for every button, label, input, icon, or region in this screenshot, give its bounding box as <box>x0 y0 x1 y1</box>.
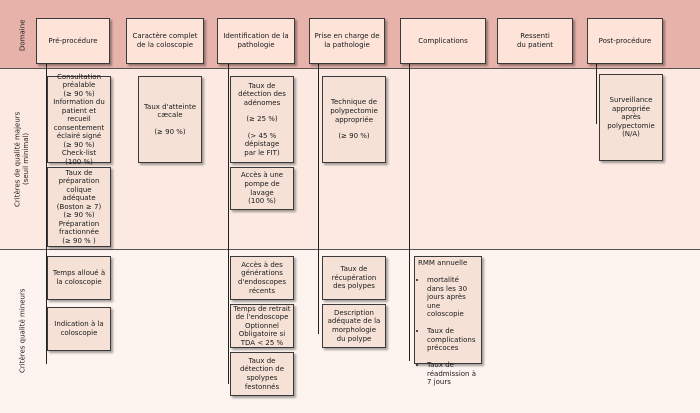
header-prise-en-charge: Prise en charge de la pathologie <box>309 18 385 64</box>
header-complications: Complications <box>400 18 486 64</box>
box-preparation-colique: Taux de préparation colique adéquate (Bo… <box>47 167 111 247</box>
box-atteinte-caecale: Taux d'atteinte cæcale (≥ 90 %) <box>138 76 202 163</box>
row-label-major: Critères de qualité majeurs (seuil minim… <box>13 111 30 207</box>
divider-minor <box>0 249 700 250</box>
header-caractere-complet: Caractère complet de la coloscopie <box>126 18 204 64</box>
connector-post <box>596 64 597 124</box>
box-morphologie-polype: Description adéquate de la morphologie d… <box>322 304 386 348</box>
connector-prise <box>318 64 319 334</box>
text-detection-adenomes: Taux de détection des adénomes <box>238 81 286 107</box>
text-rmm-title: RMM annuelle <box>418 259 468 267</box>
header-ressenti: Ressenti du patient <box>497 18 573 64</box>
text-detection-adenomes-seuil: (≥ 25 %) <box>246 115 278 124</box>
connector-pre <box>46 64 47 364</box>
box-temps-retrait: Temps de retrait de l'endoscope Optionne… <box>230 304 294 348</box>
rmm-item-readmission: Taux de réadmission à 7 jours <box>427 361 476 387</box>
row-label-domain: Domaine <box>18 19 27 51</box>
row-label-minor: Critères qualité mineurs <box>18 288 27 374</box>
rmm-item-complications: Taux de complications précoces <box>427 327 476 353</box>
divider-major <box>0 68 700 69</box>
text-technique-polypectomie: Technique de polypectomie appropriée <box>330 98 378 124</box>
connector-complications <box>409 64 410 361</box>
box-rmm-annuelle: RMM annuelle mortalité dans les 30 jours… <box>414 256 482 386</box>
header-pre-procedure: Pré-procédure <box>36 18 110 64</box>
box-recuperation-polypes: Taux de récupération des polypes <box>322 256 386 300</box>
text-atteinte-caecale-seuil: (≥ 90 %) <box>154 127 186 136</box>
box-acces-generations: Accès à des générations d'endoscopes réc… <box>230 256 294 300</box>
rmm-item-mortalite: mortalité dans les 30 jours après une co… <box>427 276 476 319</box>
text-technique-polypectomie-seuil: (≥ 90 %) <box>338 132 370 141</box>
box-pompe-lavage: Accès à une pompe de lavage (100 %) <box>230 167 294 210</box>
header-post-procedure: Post-procédure <box>587 18 663 64</box>
box-polypes-festonnes: Taux de détection de spolypes festonnés <box>230 352 294 396</box>
box-technique-polypectomie: Technique de polypectomie appropriée (≥ … <box>322 76 386 163</box>
rmm-list: mortalité dans les 30 jours après une co… <box>418 268 476 396</box>
box-temps-alloue: Temps alloué à la coloscopie <box>47 256 111 300</box>
box-consultation-prealable: Consultation préalable (≥ 90 %) Informat… <box>47 73 111 166</box>
text-atteinte-caecale: Taux d'atteinte cæcale <box>143 102 197 120</box>
connector-identification <box>228 64 229 384</box>
text-detection-adenomes-fit: (> 45 % dépistage par le FIT) <box>244 131 280 157</box>
box-indication-coloscopie: Indication à la coloscopie <box>47 307 111 351</box>
header-identification: Identification de la pathologie <box>217 18 295 64</box>
box-surveillance-post-polypectomie: Surveillance appropriée après polypectom… <box>599 74 663 161</box>
box-detection-adenomes: Taux de détection des adénomes (≥ 25 %) … <box>230 76 294 163</box>
